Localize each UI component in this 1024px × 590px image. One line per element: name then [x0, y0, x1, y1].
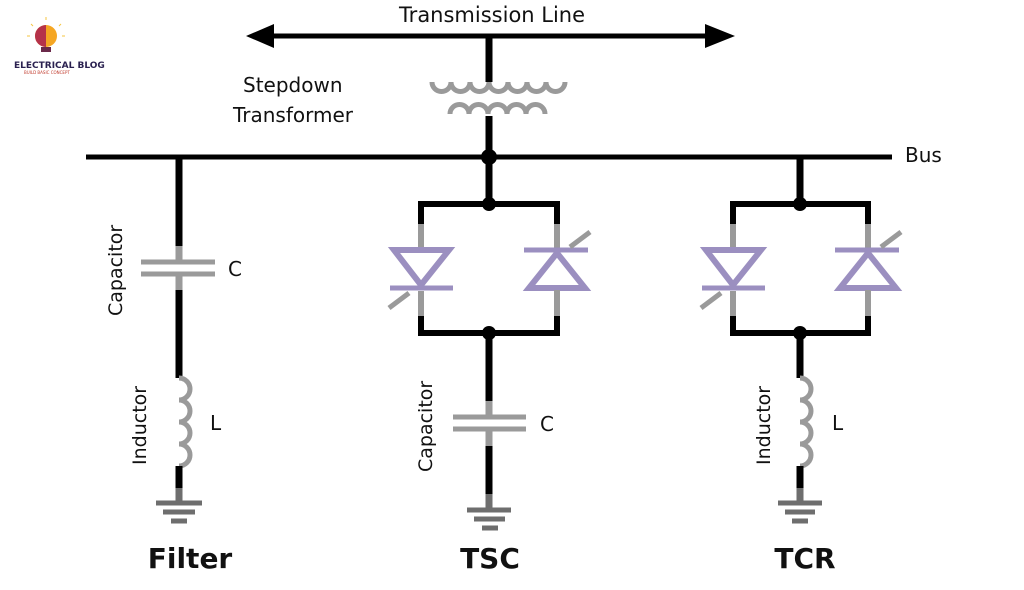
thyristor-down-icon	[699, 224, 768, 316]
ground-icon	[778, 488, 822, 524]
lightbulb-icon	[27, 17, 65, 52]
inductor-symbol	[178, 375, 193, 469]
tcr-inductor-symbol: L	[832, 411, 844, 435]
capacitor-symbol	[453, 401, 526, 446]
thyristor-down-icon	[387, 224, 456, 316]
tsc-capacitor-label: Capacitor	[415, 381, 437, 472]
branch-filter	[141, 157, 215, 524]
filter-inductor-symbol: L	[210, 411, 222, 435]
tcr-inductor-label: Inductor	[753, 386, 775, 465]
ground-icon	[467, 494, 511, 531]
inductor-symbol	[799, 375, 814, 469]
thyristor-up-icon	[522, 224, 592, 316]
tsc-capacitor-symbol: C	[540, 412, 554, 436]
branch-tcr	[699, 157, 903, 524]
transformer-label-line2: Transformer	[232, 103, 354, 127]
tcr-title: TCR	[774, 542, 835, 575]
bus-label: Bus	[905, 143, 942, 167]
branch-tsc	[387, 157, 592, 531]
transmission-line	[246, 24, 735, 82]
thyristor-up-icon	[833, 224, 903, 316]
filter-capacitor-symbol: C	[228, 257, 242, 281]
logo-subtitle: BUILD BASIC CONCEPT	[24, 70, 70, 75]
logo: ELECTRICAL BLOG BUILD BASIC CONCEPT	[14, 17, 105, 75]
logo-title: ELECTRICAL BLOG	[14, 61, 105, 71]
filter-title: Filter	[148, 542, 233, 575]
filter-inductor-label: Inductor	[129, 386, 151, 465]
arrow-left-icon	[246, 24, 274, 48]
ground-icon	[156, 488, 202, 524]
filter-capacitor-label: Capacitor	[105, 225, 127, 316]
transformer-label-line1: Stepdown	[243, 73, 343, 97]
capacitor-symbol	[141, 246, 215, 290]
tsc-title: TSC	[460, 542, 520, 575]
transmission-line-label: Transmission Line	[398, 3, 585, 27]
stepdown-transformer	[429, 81, 568, 115]
arrow-right-icon	[705, 24, 735, 48]
